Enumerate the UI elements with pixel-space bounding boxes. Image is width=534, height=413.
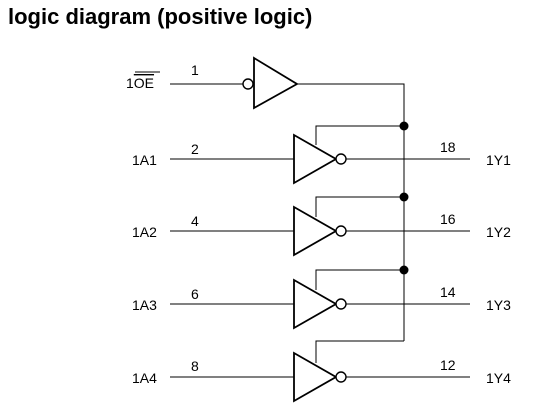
output-label-1y1: 1Y1: [486, 152, 511, 168]
enable-buffer-gate: [253, 56, 299, 110]
input-label-1a2: 1A2: [132, 224, 157, 240]
enable-tap-3: [315, 269, 404, 290]
output-bubble-2: [335, 225, 347, 237]
inverter-gate-1: [293, 133, 338, 185]
junction-dot-2: [399, 192, 409, 202]
diagram-title: logic diagram (positive logic): [8, 4, 313, 29]
inverter-gate-3: [293, 278, 338, 330]
input-pin-6: 6: [191, 286, 199, 302]
inverter-gate-2: [293, 205, 338, 257]
enable-tap-4: [315, 340, 404, 363]
output-pin-14: 14: [440, 284, 456, 300]
output-pin-16: 16: [440, 211, 456, 227]
enable-pin-number: 1: [191, 62, 199, 78]
channel-4: 1A4 8 12 1Y4: [132, 340, 511, 403]
enable-label: 1OE: [126, 75, 154, 91]
enable-row: 1OE 1: [126, 56, 405, 341]
enable-tap-2: [315, 196, 404, 217]
input-label-1a4: 1A4: [132, 370, 157, 386]
junction-dot-3: [399, 265, 409, 275]
output-bubble-3: [335, 298, 347, 310]
input-pin-4: 4: [191, 213, 199, 229]
channel-3: 1A3 6 14 1Y3: [132, 265, 511, 330]
output-label-1y4: 1Y4: [486, 370, 511, 386]
input-label-1a3: 1A3: [132, 297, 157, 313]
output-label-1y2: 1Y2: [486, 224, 511, 240]
channel-2: 1A2 4 16 1Y2: [132, 192, 511, 257]
output-bubble-1: [335, 153, 347, 165]
input-label-1a1: 1A1: [132, 152, 157, 168]
junction-dot-1: [399, 121, 409, 131]
enable-inverting-bubble: [242, 78, 254, 90]
enable-bus-wire: [297, 83, 405, 341]
output-pin-18: 18: [440, 139, 456, 155]
inverter-gate-4: [293, 351, 338, 403]
input-pin-2: 2: [191, 141, 199, 157]
channel-1: 1A1 2 18 1Y1: [132, 121, 511, 185]
output-bubble-4: [335, 371, 347, 383]
input-pin-8: 8: [191, 358, 199, 374]
output-label-1y3: 1Y3: [486, 297, 511, 313]
output-pin-12: 12: [440, 357, 456, 373]
enable-tap-1: [315, 125, 404, 145]
